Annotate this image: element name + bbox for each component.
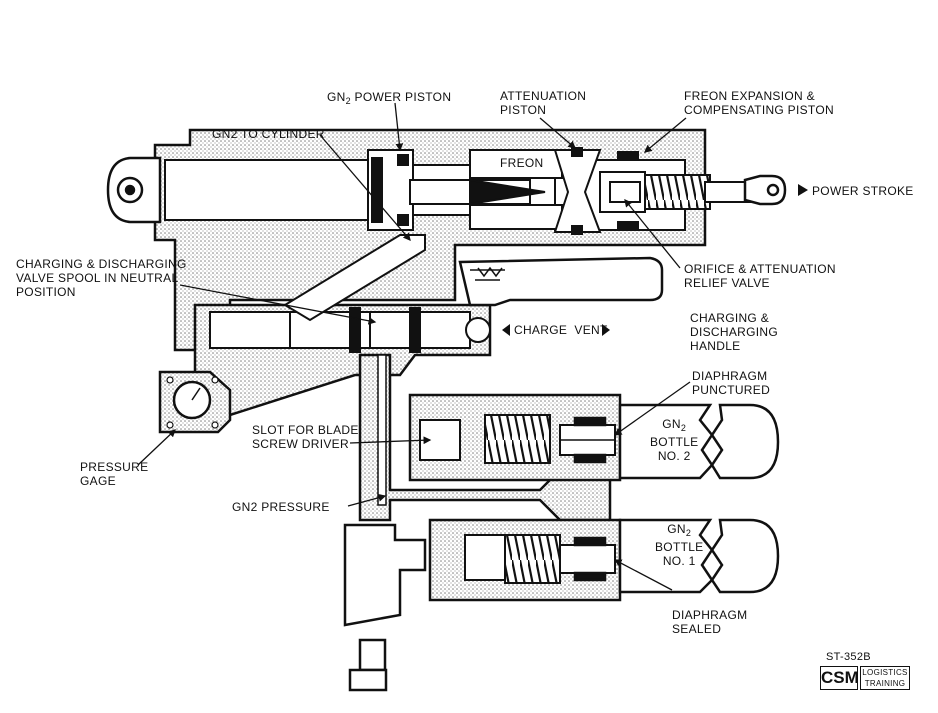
pressure-gage xyxy=(158,370,232,434)
label-freon: FREON xyxy=(500,156,544,170)
label-orifice-attenuation: ORIFICE & ATTENUATION RELIEF VALVE xyxy=(684,262,836,290)
output-rod-eye xyxy=(743,174,787,206)
label-freon-expansion: FREON EXPANSION & COMPENSATING PISTON xyxy=(684,89,834,117)
figure-id: ST-352B xyxy=(826,651,871,663)
label-charging-discharging-spool: CHARGING & DISCHARGING VALVE SPOOL IN NE… xyxy=(16,257,187,299)
charge-vent-left-arrow xyxy=(502,324,510,336)
leader-lines xyxy=(137,102,691,591)
gn2-bottle-1 xyxy=(618,518,780,594)
power-stroke-arrow xyxy=(798,184,808,196)
rod-end-clevis xyxy=(106,156,162,224)
label-power-stroke: POWER STROKE xyxy=(812,184,914,198)
label-gn2-pressure: GN2 PRESSURE xyxy=(232,500,330,514)
label-slot-blade: SLOT FOR BLADE SCREW DRIVER xyxy=(252,423,359,451)
label-charge-vent: CHARGE VENT xyxy=(514,323,608,337)
gn2-to-cylinder-passage xyxy=(283,234,426,322)
label-diaphragm-punctured: DIAPHRAGM PUNCTURED xyxy=(692,369,771,397)
label-charging-handle: CHARGING & DISCHARGING HANDLE xyxy=(690,311,778,353)
label-gn2-to-cylinder: GN2 TO CYLINDER xyxy=(212,127,325,141)
compensating-piston xyxy=(599,151,761,231)
label-pressure-gage: PRESSURE GAGE xyxy=(80,460,149,488)
label-diaphragm-sealed: DIAPHRAGM SEALED xyxy=(672,608,748,636)
logo-sub: LOGISTICS TRAINING xyxy=(860,666,910,690)
csm-logistics-training-logo: CSM LOGISTICS TRAINING xyxy=(820,666,910,690)
label-attenuation-piston: ATTENUATION PISTON xyxy=(500,89,587,117)
charge-vent-right-arrow xyxy=(602,324,610,336)
charging-handle xyxy=(458,256,664,307)
freon-chamber xyxy=(469,149,563,230)
attenuation-piston xyxy=(553,147,602,235)
gn2-power-piston xyxy=(367,149,546,231)
charging-discharging-spool xyxy=(209,307,491,353)
logo-text: CSM xyxy=(820,666,859,690)
cartridge-valve-lower xyxy=(428,518,622,602)
cartridge-valve-upper xyxy=(408,393,622,482)
pressure-switch xyxy=(343,523,427,692)
gn2-bottle-2 xyxy=(618,403,780,480)
label-gn2-power-piston: GN2 POWER PISTON xyxy=(327,90,452,106)
